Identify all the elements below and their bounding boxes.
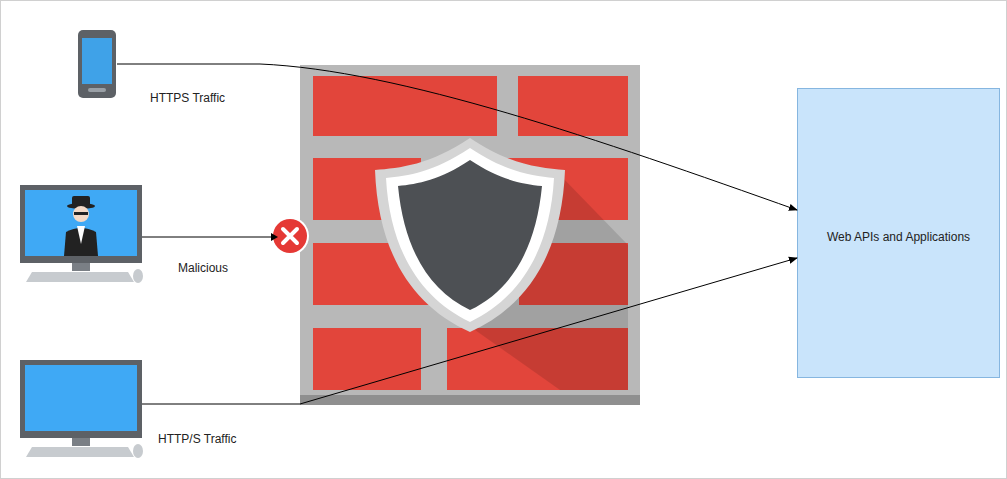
monitor: [20, 360, 142, 438]
hacker-computer: [20, 185, 278, 283]
monitor-screen: [25, 365, 137, 431]
keyboard: [26, 447, 134, 457]
block-circle: [273, 219, 307, 253]
block-cross: [283, 229, 297, 243]
brick: [518, 76, 628, 136]
node-label: Malicious: [178, 261, 228, 275]
monitor-screen: [25, 190, 137, 256]
keyboard: [26, 272, 134, 282]
block-halo: [271, 217, 309, 255]
traffic-arrow: [260, 258, 797, 404]
shirt: [77, 226, 85, 244]
shield-core: [398, 160, 542, 310]
node-label: HTTP/S Traffic: [158, 432, 236, 446]
monitor-stand: [72, 438, 90, 446]
wire-head: [271, 233, 278, 241]
wire: [142, 237, 271, 238]
block-mark: [271, 217, 309, 255]
server-group-box: Web APIs and Applications: [797, 88, 1000, 378]
traffic-arrow: [260, 64, 797, 210]
phone-icon: [78, 30, 260, 98]
wire: [142, 404, 260, 405]
shield-outer: [375, 138, 565, 332]
device-node: HTTPS Traffic: [70, 28, 260, 110]
brick: [313, 328, 421, 390]
device-node: Malicious: [20, 182, 260, 282]
phone-screen: [82, 38, 112, 84]
node-label: Web APIs and Applications: [798, 230, 999, 244]
monitor-stand: [72, 263, 90, 271]
shield-ring: [386, 148, 554, 322]
wire: [117, 64, 260, 65]
firewall: [300, 65, 640, 405]
glasses: [74, 212, 88, 215]
monitor: [20, 185, 142, 263]
phone-body: [78, 30, 116, 98]
hat: [72, 196, 90, 206]
firewall-frame: [300, 65, 640, 405]
node-label: HTTPS Traffic: [150, 91, 225, 105]
brick: [313, 76, 497, 136]
mouse: [133, 444, 143, 458]
mouse: [133, 269, 143, 283]
firewall-base: [300, 395, 640, 405]
face: [73, 206, 89, 222]
client-computer: [20, 360, 260, 458]
phone-button: [88, 88, 106, 92]
device-node: HTTP/S Traffic: [20, 358, 260, 458]
